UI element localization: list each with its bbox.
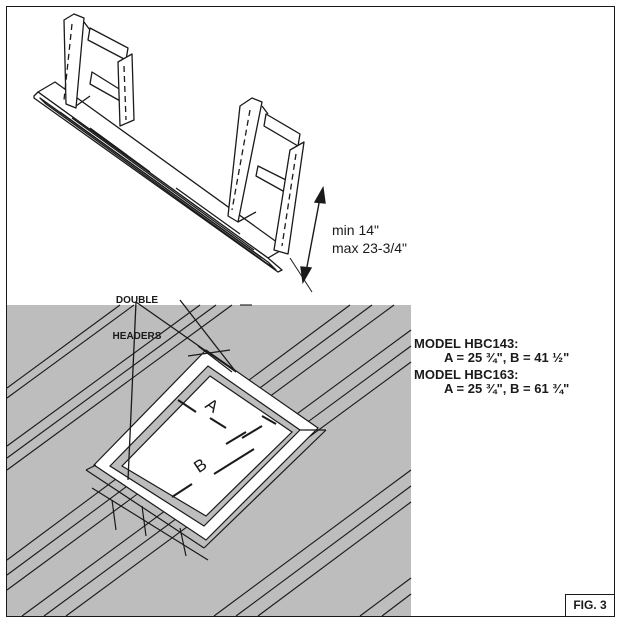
height-dimension-arrow — [289, 185, 326, 293]
dimension-lines — [171, 399, 277, 498]
model-1-name: MODEL HBC143: — [414, 336, 519, 351]
header-leaders — [127, 299, 237, 481]
double-headers-label: DOUBLE HEADERS — [104, 271, 170, 367]
figure-border — [6, 6, 615, 617]
model-2-name: MODEL HBC163: — [414, 367, 519, 382]
double-headers-line1: DOUBLE — [115, 295, 159, 306]
right-bracket — [227, 97, 305, 255]
height-min-label: min 14" — [332, 222, 379, 238]
double-headers-line2: HEADERS — [112, 331, 162, 342]
heater-unit — [33, 13, 305, 273]
figure-number: FIG. 3 — [565, 594, 615, 617]
model-2-spec: A = 25 ¾", B = 61 ¾" — [444, 381, 570, 396]
left-bracket — [63, 13, 135, 127]
model-1-spec: A = 25 ¾", B = 41 ½" — [444, 350, 570, 365]
height-max-label: max 23-3/4" — [332, 240, 408, 256]
